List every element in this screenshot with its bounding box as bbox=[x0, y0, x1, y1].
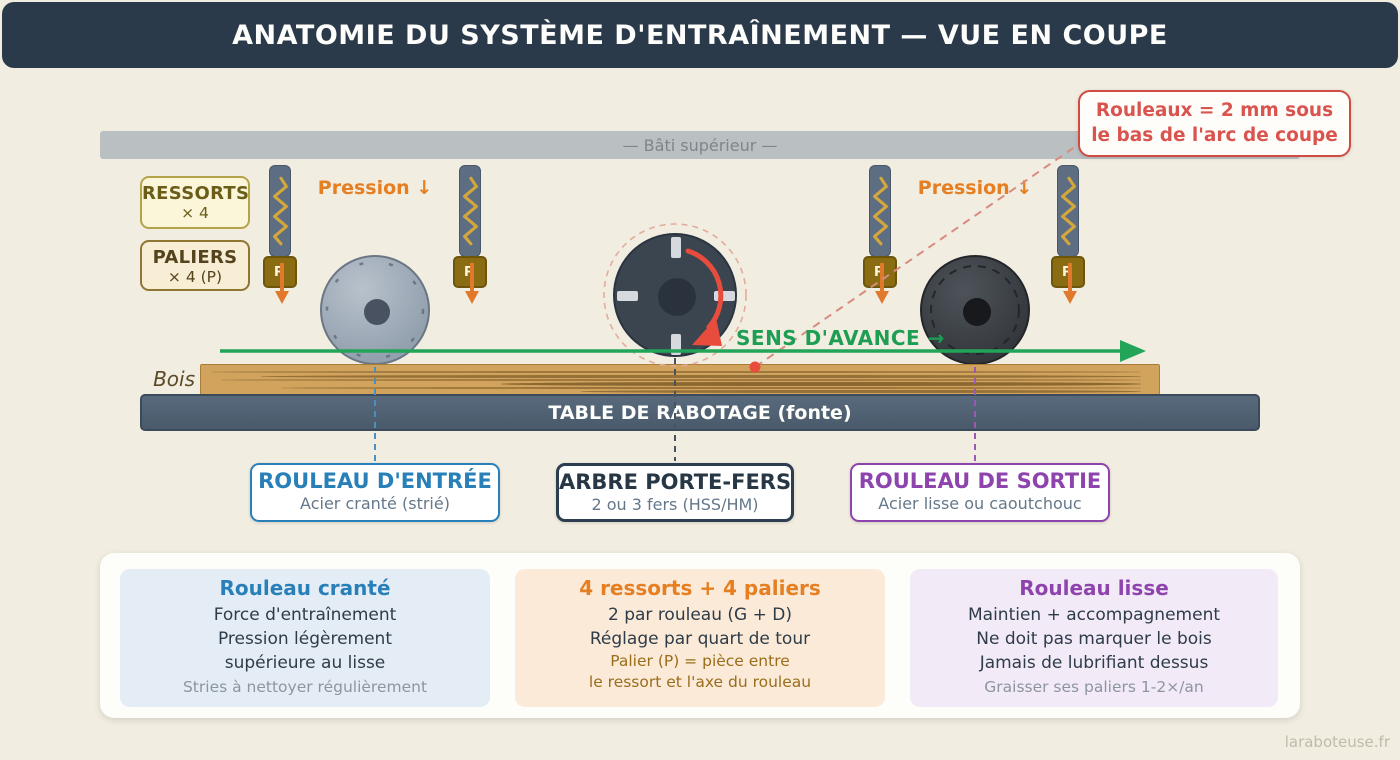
pressure-arrow-icon bbox=[1063, 263, 1077, 305]
callout-box: Rouleaux = 2 mm sous le bas de l'arc de … bbox=[1078, 90, 1351, 157]
callout-line2: le bas de l'arc de coupe bbox=[1091, 124, 1338, 146]
knife-icon bbox=[671, 334, 681, 355]
entry-roller bbox=[320, 255, 430, 365]
card-title: Rouleau lisse bbox=[1019, 576, 1169, 600]
entry-roller-hub bbox=[364, 299, 390, 325]
upper-frame-label: — Bâti supérieur — bbox=[622, 135, 778, 155]
spring-icon bbox=[1057, 165, 1079, 257]
feed-direction-label: SENS D'AVANCE → bbox=[736, 326, 945, 350]
info-panel: Rouleau cranté Force d'entraînement Pres… bbox=[100, 553, 1300, 718]
card-note: Graisser ses paliers 1-2×/an bbox=[984, 678, 1204, 696]
bearing-letter: P bbox=[274, 264, 284, 280]
bearing-letter: P bbox=[464, 264, 474, 280]
card-note: Stries à nettoyer régulièrement bbox=[182, 678, 428, 696]
card-subline: le ressort et l'axe du rouleau bbox=[588, 673, 812, 691]
label-entry-title: ROULEAU D'ENTRÉE bbox=[258, 469, 492, 493]
card-line: Maintien + accompagnement bbox=[967, 605, 1221, 625]
card-line: Réglage par quart de tour bbox=[589, 629, 811, 649]
label-cutter-block: ARBRE PORTE-FERS 2 ou 3 fers (HSS/HM) bbox=[556, 463, 794, 522]
pressure-arrow-icon bbox=[465, 263, 479, 305]
cutter-hub bbox=[658, 278, 696, 316]
knife-icon bbox=[671, 237, 681, 258]
watermark: laraboteuse.fr bbox=[1284, 733, 1390, 751]
pressure-arrow-icon bbox=[875, 263, 889, 305]
legend-paliers-count: × 4 (P) bbox=[167, 268, 223, 286]
header-bar: ANATOMIE DU SYSTÈME D'ENTRAÎNEMENT — VUE… bbox=[2, 2, 1398, 68]
spring-icon bbox=[869, 165, 891, 257]
pressure-label-left: Pression ↓ bbox=[317, 177, 433, 199]
legend-ressorts-count: × 4 bbox=[181, 204, 209, 222]
wood-board bbox=[200, 364, 1160, 395]
planer-table-label: TABLE DE RABOTAGE (fonte) bbox=[548, 401, 852, 424]
card-line: Pression légèrement bbox=[217, 629, 392, 649]
label-cutter-title: ARBRE PORTE-FERS bbox=[559, 470, 792, 494]
card-title: Rouleau cranté bbox=[219, 576, 391, 600]
card-title: 4 ressorts + 4 paliers bbox=[579, 576, 821, 600]
card-subline: Palier (P) = pièce entre bbox=[610, 652, 790, 670]
label-exit-title: ROULEAU DE SORTIE bbox=[858, 469, 1102, 493]
pressure-arrow-icon bbox=[275, 263, 289, 305]
planer-table: TABLE DE RABOTAGE (fonte) bbox=[140, 394, 1260, 431]
callout-line1: Rouleaux = 2 mm sous bbox=[1095, 99, 1334, 121]
knife-icon bbox=[714, 291, 735, 301]
info-card-ressorts-paliers: 4 ressorts + 4 paliers 2 par rouleau (G … bbox=[515, 569, 885, 707]
knife-icon bbox=[617, 291, 638, 301]
exit-roller-hub bbox=[963, 298, 991, 326]
card-line: Jamais de lubrifiant dessus bbox=[979, 653, 1209, 673]
legend-paliers-title: PALIERS bbox=[152, 247, 238, 268]
card-line: 2 par rouleau (G + D) bbox=[608, 605, 792, 625]
legend-paliers: PALIERS × 4 (P) bbox=[140, 240, 250, 291]
feed-direction-arrowhead-icon bbox=[1120, 340, 1146, 362]
label-exit-subtitle: Acier lisse ou caoutchouc bbox=[878, 494, 1082, 513]
wood-label: Bois bbox=[153, 367, 195, 391]
page-title: ANATOMIE DU SYSTÈME D'ENTRAÎNEMENT — VUE… bbox=[232, 19, 1168, 51]
spring-icon bbox=[269, 165, 291, 257]
pressure-label-right: Pression ↓ bbox=[917, 177, 1033, 199]
legend-ressorts-title: RESSORTS bbox=[142, 183, 250, 204]
label-entry-roller: ROULEAU D'ENTRÉE Acier cranté (strié) bbox=[250, 463, 500, 522]
info-card-rouleau-lisse: Rouleau lisse Maintien + accompagnement … bbox=[910, 569, 1278, 707]
label-cutter-subtitle: 2 ou 3 fers (HSS/HM) bbox=[591, 495, 759, 514]
spring-icon bbox=[459, 165, 481, 257]
info-card-rouleau-crante: Rouleau cranté Force d'entraînement Pres… bbox=[120, 569, 490, 707]
card-line: Force d'entraînement bbox=[213, 605, 397, 625]
cutter-block bbox=[613, 233, 737, 357]
label-entry-subtitle: Acier cranté (strié) bbox=[300, 494, 450, 513]
card-line: Ne doit pas marquer le bois bbox=[976, 629, 1212, 649]
card-line: supérieure au lisse bbox=[224, 653, 386, 673]
label-exit-roller: ROULEAU DE SORTIE Acier lisse ou caoutch… bbox=[850, 463, 1110, 522]
legend-ressorts: RESSORTS × 4 bbox=[140, 176, 250, 229]
